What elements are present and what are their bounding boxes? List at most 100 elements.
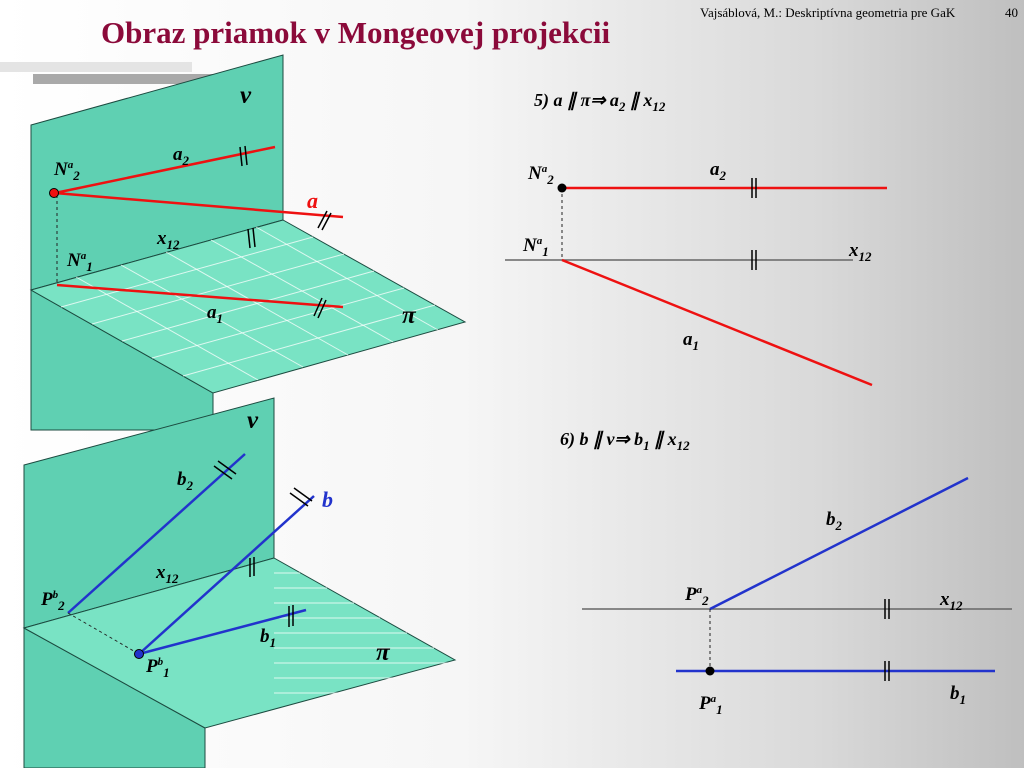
label-b2-proj-main: b [826, 509, 836, 530]
label-b2-3d-main: b [177, 469, 187, 490]
label-N2-proj: Na2 [527, 163, 554, 187]
heading-case6-p0: 6) [560, 429, 580, 450]
page-number: 40 [1005, 5, 1018, 20]
label-a2-3d: a2 [173, 144, 190, 168]
monge-projection-a: 5) a ∥ π⇒ a2 ∥ x12 Na2 a2 Na1 x12 a1 [505, 90, 887, 387]
label-x12-3d-a: x12 [156, 228, 180, 252]
label-b1-proj: b1 [950, 683, 966, 707]
spatial-view-a: ν π a a2 x12 Na2 Na1 a1 [29, 54, 467, 431]
heading-case6-p5: b [630, 429, 644, 449]
header-bar-dark [33, 74, 228, 84]
heading-case5-p4: ⇒ [590, 90, 607, 110]
parallel-marks-3d-a [239, 145, 332, 319]
label-N1-3d-sub: 1 [86, 259, 93, 274]
line-b-3d [138, 495, 315, 655]
heading-case5: 5) a ∥ π⇒ a2 ∥ x12 [534, 90, 666, 114]
heading-case5-p8: x [642, 90, 652, 110]
label-a1-proj-sub: 1 [693, 338, 700, 353]
label-a2-proj-sub: 2 [719, 168, 727, 183]
label-P2-3d-sub: 2 [57, 598, 65, 613]
label-b1-3d: b1 [260, 626, 276, 650]
line-b2-proj [709, 476, 969, 611]
slide-title: Obraz priamok v Mongeovej projekcii [101, 15, 611, 50]
line-a1-3d [56, 283, 344, 309]
label-b1-3d-main: b [260, 626, 270, 647]
heading-case5-p6: 2 [618, 99, 626, 114]
heading-case5-p2: ∥ [563, 90, 581, 111]
label-N2-proj-main: N [527, 163, 543, 184]
label-P1-3d-main: P [145, 656, 158, 677]
label-a1-3d-main: a [207, 302, 217, 323]
heading-case6: 6) b ∥ ν⇒ b1 ∥ x12 [560, 429, 690, 453]
label-a1-proj: a1 [683, 329, 699, 353]
plane-pi-b [22, 557, 457, 729]
heading-case6-p8: x [667, 429, 677, 449]
label-N2-proj-sub: 2 [546, 172, 554, 187]
heading-case5-p0: 5) [534, 90, 554, 111]
heading-case5-p7: ∥ [625, 90, 643, 111]
point-N2-3d [49, 188, 59, 198]
label-a2-3d-sub: 2 [182, 153, 190, 168]
label-N1-3d-sup: a [81, 250, 87, 262]
label-a2-proj: a2 [710, 159, 727, 183]
label-P1-proj-sup: a [711, 693, 717, 705]
label-b2-proj-sub: 2 [835, 518, 843, 533]
label-P1-3d-sub: 1 [163, 665, 170, 680]
plane-pi-grid-a [60, 226, 439, 381]
label-nu-b: ν [247, 407, 259, 434]
label-x12-3d-b-sub: 12 [166, 571, 180, 586]
label-b2-proj: b2 [826, 509, 843, 533]
heading-case6-p7: ∥ [650, 429, 668, 450]
line-a1-proj [561, 258, 873, 387]
plane-pi-grid-b [274, 572, 450, 694]
heading-case5-p9: 12 [652, 99, 666, 114]
label-b1-proj-sub: 1 [960, 692, 967, 707]
heading-case5-p3: π [581, 90, 592, 110]
point-P1-proj [705, 666, 715, 676]
header-bars [0, 62, 228, 84]
label-P1-proj-main: P [698, 693, 711, 714]
heading-case5-p5: a [605, 90, 619, 110]
label-N1-proj-main: N [522, 235, 538, 256]
label-b2-3d-sub: 2 [186, 478, 194, 493]
label-N1-3d: Na1 [66, 250, 93, 274]
parallel-marks-proj-b [884, 599, 890, 681]
label-x12-proj-b-main: x [939, 589, 950, 610]
label-a2-proj-main: a [710, 159, 720, 180]
label-x12-proj-a-sub: 12 [859, 249, 873, 264]
label-P2-proj: Pa2 [684, 584, 709, 608]
label-P1-3d-sup: b [158, 656, 164, 668]
label-a1-3d-sub: 1 [217, 311, 224, 326]
line-a2-3d [54, 145, 276, 195]
label-nu-a: ν [240, 82, 252, 109]
label-N2-proj-sup: a [542, 163, 548, 175]
heading-case6-p3: ν [607, 429, 616, 449]
label-pi-b: π [376, 639, 391, 666]
label-P2-3d: Pb2 [40, 589, 65, 613]
label-x12-3d-a-sub: 12 [167, 237, 181, 252]
label-x12-3d-b-main: x [155, 562, 166, 583]
header-bar-light [0, 62, 192, 72]
heading-case6-p6: 1 [643, 438, 650, 453]
label-N2-3d-sub: 2 [72, 168, 80, 183]
label-x12-proj-b: x12 [939, 589, 963, 613]
line-b2-3d [67, 453, 246, 614]
label-P2-3d-main: P [40, 589, 53, 610]
label-pi-a: π [402, 302, 417, 329]
label-P2-proj-sub: 2 [701, 593, 709, 608]
label-N1-proj-sup: a [537, 235, 543, 247]
monge-projection-b: 6) b ∥ ν⇒ b1 ∥ x12 b2 Pa2 x12 b1 Pa1 [560, 429, 1012, 717]
label-b1-proj-main: b [950, 683, 960, 704]
point-N2-proj [557, 183, 567, 193]
label-P1-proj-sub: 1 [716, 702, 723, 717]
label-x12-3d-a-main: x [156, 228, 167, 249]
projector-P-3d [67, 612, 140, 655]
label-P2-3d-sup: b [53, 589, 59, 601]
label-P2-proj-main: P [684, 584, 697, 605]
label-P1-proj: Pa1 [698, 693, 723, 717]
heading-case5-p1: a [554, 90, 563, 110]
line-b1-3d [138, 608, 307, 656]
heading-case6-p1: b [580, 429, 589, 449]
label-P2-proj-sup: a [697, 584, 703, 596]
label-N2-3d-main: N [53, 159, 69, 180]
